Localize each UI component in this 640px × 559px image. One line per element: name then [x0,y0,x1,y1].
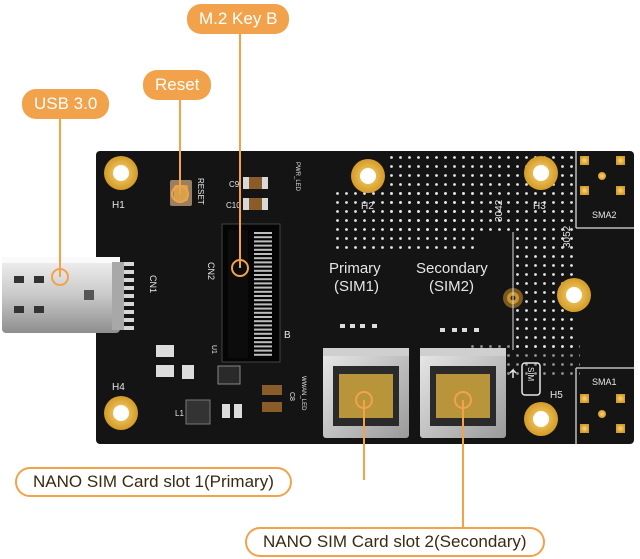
mounting-hole-h3 [524,156,558,190]
label-wwan-led: WWAN_LED [300,376,306,411]
label-c8: C8 [288,392,295,401]
label-pwr-led: PWR_LED [294,162,300,192]
label-sma1: SMA1 [592,377,617,387]
m2-pin [254,253,272,255]
m2-pin [254,278,272,281]
m2-pin [254,332,272,335]
m2-pin [254,269,272,272]
label-secondary: Secondary [416,260,488,277]
m2-pin [254,337,272,339]
m2-pin [254,345,272,348]
callout-reset: Reset [143,70,212,100]
label-h1: H1 [112,200,125,211]
label-3052: 3052 [562,225,573,248]
label-key-b: B [284,330,291,341]
label-h4: H4 [112,382,125,393]
m2-pin [254,286,272,289]
label-h3: H3 [533,201,546,212]
m2-pin [254,232,272,234]
m2-pin [254,236,272,239]
label-l1: L1 [175,409,184,418]
label-3042: 3042 [494,199,505,222]
mounting-hole-3052 [557,278,591,312]
label-sim-badge: SIM [526,367,535,382]
m2-pin [254,316,272,318]
m2-pin [254,311,272,314]
sim-badge [509,362,541,396]
label-reset: RESET [196,178,205,205]
m2-slot-pins [254,232,272,356]
m2-pin [254,324,272,327]
mounting-hole-h5 [524,402,558,436]
label-u1: U1 [210,345,217,354]
m2-pin [254,257,272,260]
label-sim2: (SIM2) [429,278,474,295]
label-h2: H2 [361,201,374,212]
mounting-hole-h1 [104,156,138,190]
label-cn2: CN2 [206,262,216,280]
m2-pin [254,349,272,352]
m2-pin [254,295,272,297]
sma1-connector-pads [575,367,634,444]
capacitor-c10 [243,198,268,210]
m2-pin [254,274,272,276]
m2-pin [254,328,272,331]
label-sim1: (SIM1) [334,278,379,295]
sma2-connector-pads [575,151,634,229]
smd-components [156,324,479,425]
usb3-plug [2,257,124,333]
m2-pin [254,265,272,268]
m2-pin [254,244,272,247]
label-cn1: CN1 [148,275,158,293]
m2-pin [254,261,272,264]
capacitor-c9 [243,177,268,189]
mounting-hole-h2 [351,159,385,193]
label-h5: H5 [550,390,563,401]
m2-pin [254,307,272,310]
label-sma2: SMA2 [592,210,617,220]
m2-pin [254,303,272,306]
callout-nano-sim-slot-1: NANO SIM Card slot 1(Primary) [15,467,292,497]
callout-nano-sim-slot-2: NANO SIM Card slot 2(Secondary) [245,527,545,557]
m2-pin [254,282,272,285]
m2-pin [254,290,272,293]
callout-m2-key-b: M.2 Key B [187,4,290,34]
cn1-pins [124,262,134,330]
m2-pin [254,320,272,323]
m2-pin [254,341,272,344]
label-c10: C10 [226,201,241,210]
m2-pin [254,299,272,302]
m2-pin [254,240,272,243]
label-primary: Primary [329,260,381,277]
mounting-hole-h4 [104,396,138,430]
m2-pin [254,353,272,356]
m2-pin [254,248,272,251]
callout-usb3: USB 3.0 [22,89,110,119]
label-c9: C9 [229,180,240,189]
